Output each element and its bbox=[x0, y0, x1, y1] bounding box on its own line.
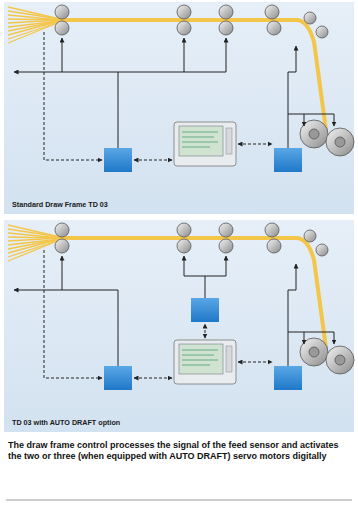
panel-title: Standard Draw Frame TD 03 bbox=[4, 200, 354, 214]
middle-servo-drive bbox=[191, 298, 219, 338]
drive-shafts bbox=[14, 38, 226, 148]
standard-panel bbox=[4, 2, 354, 214]
panel: TD 03 with AUTO DRAFT option bbox=[4, 220, 354, 432]
drive-shafts bbox=[14, 256, 226, 366]
rule-line bbox=[6, 500, 352, 501]
panel: Standard Draw Frame TD 03 bbox=[4, 2, 354, 214]
panel-title: TD 03 with AUTO DRAFT option bbox=[4, 418, 354, 432]
figure-caption: The draw frame control processes the sig… bbox=[8, 440, 350, 463]
auto-draft-panel bbox=[4, 220, 354, 432]
